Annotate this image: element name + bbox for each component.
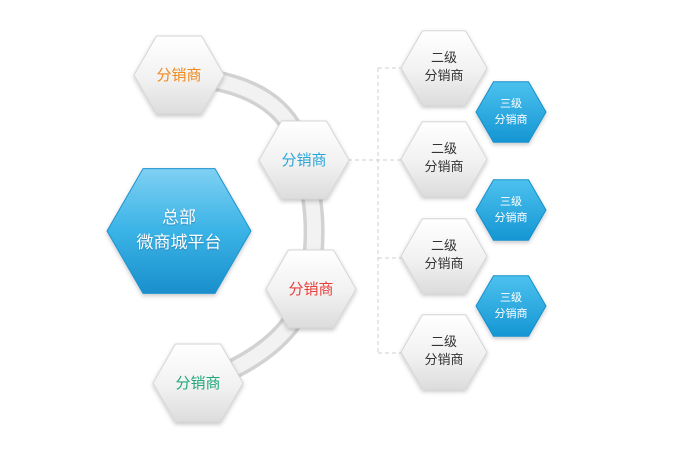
level3-hexagon-1: [475, 81, 547, 143]
level2-hexagon-2: [400, 121, 488, 197]
level2-hexagon-1: [400, 30, 488, 106]
level2-hexagon-3: [400, 218, 488, 294]
dashed-bracket: [348, 67, 402, 354]
level2-hexagon-4: [400, 314, 488, 390]
level3-hexagon-3: [475, 275, 547, 337]
distributor-hexagon-2: [258, 120, 350, 200]
hexagon-layer: [106, 30, 547, 423]
distributor-hexagon-1: [133, 35, 225, 115]
level3-hexagon-2: [475, 179, 547, 241]
distributor-hexagon-3: [265, 249, 357, 329]
distributor-hexagon-4: [152, 343, 244, 423]
hq-hexagon: [106, 168, 252, 294]
